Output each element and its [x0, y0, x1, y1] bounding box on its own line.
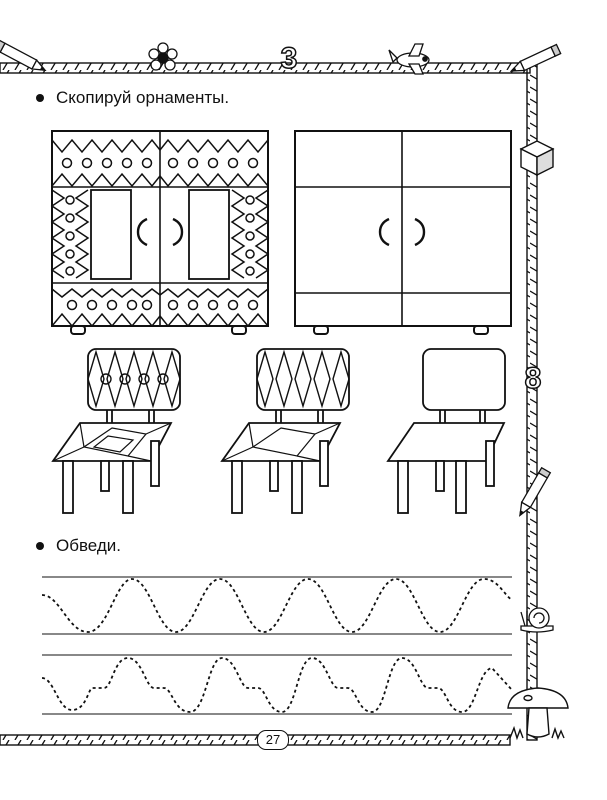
cube-icon	[519, 140, 555, 177]
digit-8-icon: 8	[524, 361, 542, 396]
snail-icon	[520, 607, 554, 633]
cabinet-bottom-ornament	[51, 288, 269, 328]
chair-ornamented-2	[220, 348, 350, 514]
airplane-icon	[388, 43, 430, 75]
chair-2-seat-ornament	[221, 422, 341, 462]
digit-3-icon: 3	[280, 41, 298, 76]
tracing-row-1	[41, 576, 513, 635]
cabinet-side-ornament	[50, 189, 270, 279]
pencil-icon	[0, 39, 47, 72]
tracing-row-2	[41, 654, 513, 715]
svg-text:3: 3	[281, 42, 298, 75]
chair-blank	[386, 348, 506, 514]
cabinet-ornamented	[51, 130, 269, 335]
chair-2-back-ornament	[256, 349, 350, 409]
tracing-wave-2	[41, 657, 513, 713]
bullet-icon	[36, 94, 44, 102]
flower-icon	[148, 42, 178, 71]
task-copy-ornaments-text: Скопируй орнаменты.	[56, 88, 230, 107]
chair-1-back-ornament	[87, 349, 181, 409]
tracing-wave-1	[41, 578, 513, 633]
page-number: 27	[257, 730, 289, 750]
mushroom-icon	[507, 687, 569, 741]
svg-text:8: 8	[525, 362, 542, 395]
pencil-icon	[519, 466, 552, 517]
cabinet-blank	[294, 130, 512, 335]
task-copy-ornaments: Скопируй орнаменты.	[36, 88, 229, 108]
pencil-icon	[509, 43, 562, 72]
chair-1-seat-ornament	[52, 422, 172, 462]
bullet-icon	[36, 542, 44, 550]
cabinet-top-ornament	[51, 138, 269, 188]
task-trace: Обведи.	[36, 536, 121, 556]
task-trace-text: Обведи.	[56, 536, 122, 555]
chair-ornamented-1	[51, 348, 181, 514]
